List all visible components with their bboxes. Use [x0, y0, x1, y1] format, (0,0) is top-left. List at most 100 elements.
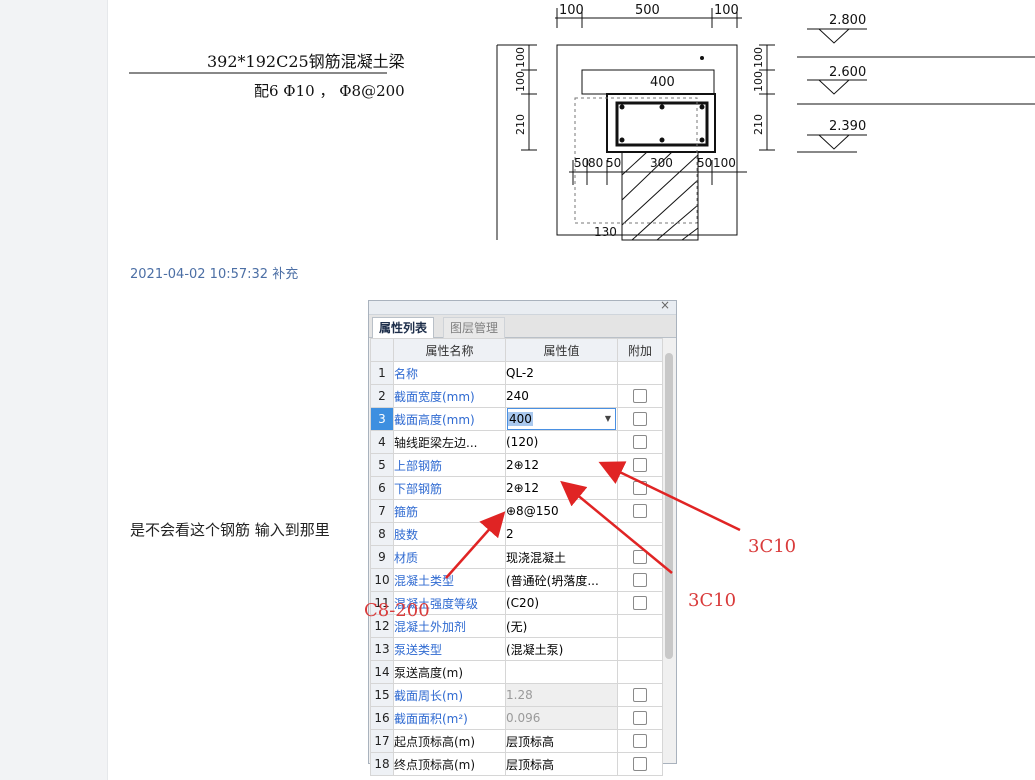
extra-cell[interactable] [617, 499, 663, 523]
dim-right-1: 100 [752, 47, 765, 68]
dim-bottom-2: 80 [588, 156, 603, 170]
extra-cell[interactable] [617, 568, 663, 592]
property-value[interactable]: (混凝土泵) [505, 637, 618, 661]
value-text: (普通砼(坍落度... [506, 573, 599, 588]
row-number: 4 [370, 430, 394, 454]
close-icon[interactable]: × [659, 298, 670, 312]
extra-cell[interactable] [617, 729, 663, 753]
extra-cell[interactable] [617, 591, 663, 615]
property-name: 泵送类型 [393, 637, 506, 661]
extra-checkbox[interactable] [633, 688, 647, 703]
extra-cell[interactable] [617, 384, 663, 408]
header-name[interactable]: 属性名称 [393, 338, 506, 362]
tab-property-list[interactable]: 属性列表 [372, 317, 435, 338]
extra-checkbox[interactable] [633, 711, 647, 726]
property-value[interactable]: 层顶标高 [505, 752, 618, 776]
row-number: 10 [370, 568, 394, 592]
property-value[interactable]: 2 [505, 522, 618, 546]
extra-cell[interactable] [617, 407, 663, 431]
property-name: 箍筋 [393, 499, 506, 523]
dim-right-3: 210 [752, 114, 765, 135]
extra-checkbox[interactable] [633, 458, 647, 473]
extra-cell [617, 660, 663, 684]
value-text: (混凝土泵) [506, 642, 564, 657]
extra-checkbox[interactable] [633, 435, 647, 450]
row-number: 16 [370, 706, 394, 730]
extra-checkbox[interactable] [633, 596, 647, 611]
property-value[interactable]: 400▼ [505, 407, 618, 431]
extra-cell[interactable] [617, 752, 663, 776]
chevron-down-icon[interactable]: ▼ [604, 414, 611, 423]
extra-cell[interactable] [617, 545, 663, 569]
scrollbar[interactable] [665, 353, 673, 659]
tab-layer-management[interactable]: 图层管理 [443, 317, 506, 338]
extra-checkbox[interactable] [633, 481, 647, 496]
row-number: 13 [370, 637, 394, 661]
property-value[interactable]: ⊕8@150 [505, 499, 618, 523]
extra-cell[interactable] [617, 706, 663, 730]
value-editor[interactable]: 400▼ [507, 408, 616, 430]
property-name: 肢数 [393, 522, 506, 546]
extra-cell[interactable] [617, 683, 663, 707]
property-value[interactable]: 0.096 [505, 706, 618, 730]
extra-checkbox[interactable] [633, 504, 647, 519]
extra-cell[interactable] [617, 476, 663, 500]
extra-checkbox[interactable] [633, 757, 647, 772]
value-text: ⊕8@150 [506, 504, 559, 518]
property-value[interactable] [505, 660, 618, 684]
beam-rebar-note: 配6 Φ10 ， Φ8@200 [254, 82, 405, 100]
property-value[interactable]: 层顶标高 [505, 729, 618, 753]
property-value[interactable]: 2⊕12 [505, 476, 618, 500]
dim-top-2: 500 [635, 3, 660, 18]
extra-checkbox[interactable] [633, 573, 647, 588]
property-value[interactable]: (C20) [505, 591, 618, 615]
value-text: 240 [506, 389, 529, 403]
value-text: 2 [506, 527, 514, 541]
dim-right-2: 100 [752, 71, 765, 92]
property-value[interactable]: 240 [505, 384, 618, 408]
dim-bottom-5: 50 [697, 156, 712, 170]
property-value[interactable]: 现浇混凝土 [505, 545, 618, 569]
header-extra[interactable]: 附加 [617, 338, 663, 362]
extra-checkbox[interactable] [633, 389, 647, 404]
property-value[interactable]: (120) [505, 430, 618, 454]
extra-cell[interactable] [617, 430, 663, 454]
timestamp: 2021-04-02 10:57:32 补充 [130, 267, 299, 282]
property-value[interactable]: 2⊕12 [505, 453, 618, 477]
property-value[interactable]: (普通砼(坍落度... [505, 568, 618, 592]
value-text: (120) [506, 435, 539, 449]
elevation-2: 2.600 [829, 65, 866, 80]
row-number: 9 [370, 545, 394, 569]
row-number: 3 [370, 407, 394, 431]
property-value[interactable]: 1.28 [505, 683, 618, 707]
extra-cell[interactable] [617, 453, 663, 477]
property-value[interactable]: QL-2 [505, 361, 618, 385]
extra-checkbox[interactable] [633, 550, 647, 565]
dim-bottom-3: 50 [606, 156, 621, 170]
header-value[interactable]: 属性值 [505, 338, 618, 362]
property-value[interactable]: (无) [505, 614, 618, 638]
extra-checkbox[interactable] [633, 412, 647, 427]
dim-top-1: 100 [559, 3, 584, 18]
extra-checkbox[interactable] [633, 734, 647, 749]
